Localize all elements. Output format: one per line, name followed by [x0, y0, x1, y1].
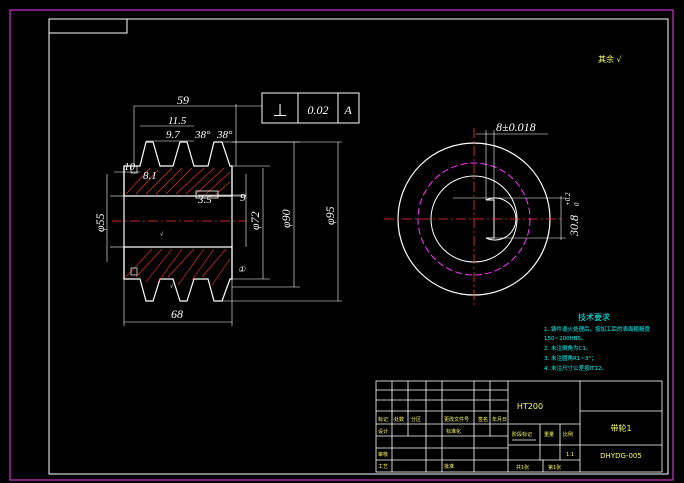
- dim-9-7: 9.7: [166, 129, 180, 141]
- label-count: 处数: [394, 416, 404, 423]
- dim-9: 9: [240, 192, 246, 204]
- dim-keyway-width: 8±0.018: [496, 120, 536, 134]
- perpendicularity-icon: ⊥: [273, 101, 288, 120]
- dim-keyway-tol-upper: +0.2: [564, 192, 572, 206]
- dim-keyway-depth: 30.8: [567, 215, 581, 237]
- hatching: [125, 167, 231, 286]
- label-process: 工艺: [378, 464, 388, 470]
- label-approve: 批准: [444, 463, 454, 470]
- corner-box: [48, 18, 128, 34]
- dim-phi-72: φ72: [248, 211, 262, 230]
- title-block: [375, 380, 663, 473]
- svg-text:√: √: [170, 283, 174, 290]
- scale-value: 1:1: [566, 452, 574, 458]
- note-line-4: 3. 未注圆角R1~3°；: [544, 354, 597, 362]
- roughness-note: 其余 √: [598, 54, 623, 64]
- dim-angle-2: 38°: [216, 129, 233, 141]
- section-body-upper: [123, 141, 233, 197]
- outer-border: [9, 9, 674, 481]
- dim-lines: [106, 104, 342, 326]
- dim-68: 68: [171, 307, 183, 321]
- dim-angle-1: 38°: [194, 129, 211, 141]
- label-mark: 标记: [378, 416, 388, 423]
- label-weight: 重量: [544, 431, 554, 438]
- end-view: [384, 128, 566, 306]
- note-line-1: 1. 铸件退火处理后，按加工后的表面粗糙度: [544, 325, 650, 333]
- dim-10: 10: [124, 161, 136, 173]
- section-view: √ √: [106, 104, 342, 326]
- dim-phi-55: φ55: [93, 213, 107, 232]
- label-review: 审核: [378, 451, 388, 458]
- tolerance-value: 0.02: [308, 103, 329, 117]
- drawing-number: DHYDG-005: [600, 452, 642, 460]
- tolerance-datum: A: [343, 103, 352, 117]
- label-designer: 设计: [378, 428, 388, 435]
- svg-text:√: √: [160, 231, 164, 238]
- label-change-doc: 更改文件号: [444, 416, 469, 423]
- tolerance-frame: [261, 92, 360, 124]
- label-standardization: 标准化: [446, 428, 461, 435]
- label-scale: 比例: [563, 431, 573, 438]
- note-line-5: 4. 未注尺寸公差按IT12。: [544, 364, 607, 372]
- part-name: 带轮1: [610, 423, 631, 433]
- dim-phi-95: φ95: [323, 206, 337, 225]
- keyway-section: [195, 190, 219, 199]
- dim-11-5: 11.5: [168, 115, 187, 127]
- dim-8-1: 8.1: [143, 170, 157, 182]
- notes-title: 技术要求: [578, 312, 610, 322]
- label-date: 年月日: [492, 416, 507, 423]
- label-signature: 签名: [478, 416, 488, 423]
- drawing-frame: [48, 18, 669, 475]
- dim-3-5: 3.5: [197, 194, 212, 206]
- note-line-2: 150~200HBS。: [544, 336, 586, 342]
- label-sheets-total: 共1张: [516, 464, 529, 471]
- dim-phi-90: φ90: [279, 209, 293, 228]
- dim-keyway-tol-lower: 0: [573, 202, 581, 206]
- dim-59: 59: [177, 93, 189, 107]
- note-line-3: 2. 未注倒角为C1。: [544, 344, 591, 352]
- material-text: HT200: [517, 402, 543, 411]
- section-body-lower: [123, 246, 233, 302]
- balloon-1: ①: [238, 265, 246, 274]
- label-zone: 分区: [411, 416, 421, 423]
- label-stage-mark: 阶段标记: [512, 431, 532, 438]
- label-sheet-no: 第1张: [548, 464, 561, 471]
